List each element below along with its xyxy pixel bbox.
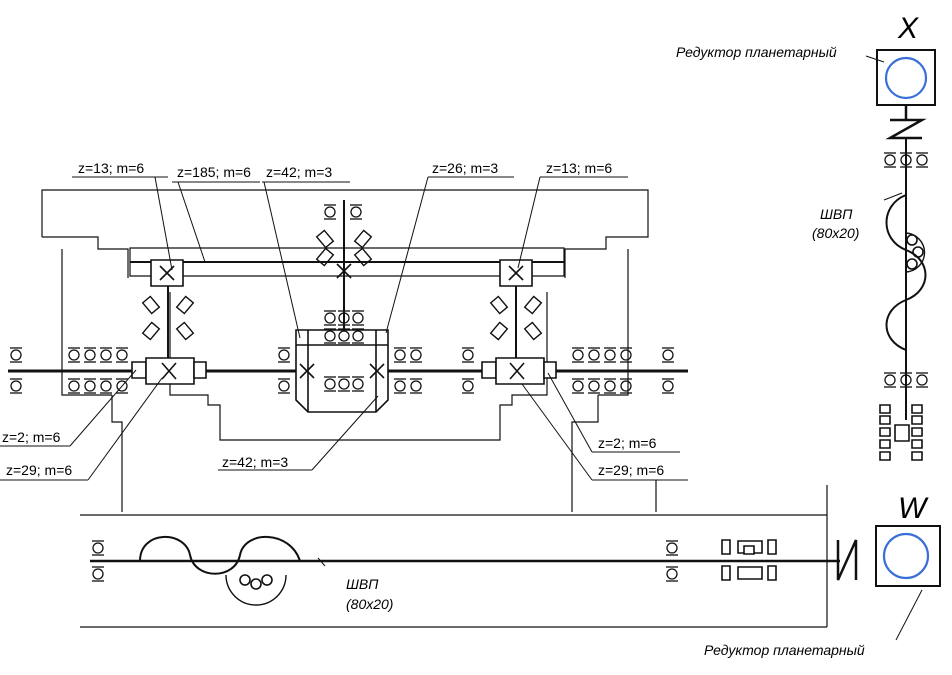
bearing-icon	[84, 379, 96, 393]
x-ballscrew-size: (80х20)	[812, 225, 860, 241]
bearing-icon	[338, 377, 350, 391]
bearing-icon	[324, 329, 336, 343]
bearing-icon	[278, 348, 290, 362]
worm-gear-right	[482, 358, 556, 384]
bearing-icon	[588, 348, 600, 362]
bearing-icon	[620, 348, 632, 362]
housing-inner-left	[62, 249, 112, 395]
bearing-icon	[462, 348, 474, 362]
gear-label-z42-top: z=42; m=3	[266, 164, 333, 180]
x-reducer-label: Редуктор планетарный	[676, 44, 837, 60]
gear-box-top-right	[500, 260, 532, 286]
bearing-icon	[116, 348, 128, 362]
bearing-icon	[662, 348, 674, 362]
leader-lines	[0, 56, 922, 640]
bearing-icon	[350, 205, 362, 219]
bearing-icon	[572, 348, 584, 362]
w-axis-drive	[90, 526, 940, 605]
bearing-icon	[278, 379, 290, 393]
bearing-icon	[10, 379, 22, 393]
w-reducer-box	[876, 526, 940, 586]
x-axis-label: X	[898, 12, 919, 45]
bearing-icon	[572, 379, 584, 393]
bearing-icon	[100, 348, 112, 362]
x-ballscrew-label: ШВП	[820, 206, 853, 222]
w-reducer-label: Редуктор планетарный	[704, 642, 865, 658]
w-ballscrew-label: ШВП	[346, 576, 379, 592]
housing-outline-top	[42, 190, 648, 278]
bearing-icon	[338, 329, 350, 343]
bearing-icon	[666, 567, 678, 581]
x-ballscrew-curve	[887, 195, 926, 350]
w-axis-label: W	[898, 492, 927, 525]
gear-label-z26: z=26; m=3	[432, 160, 499, 176]
bearing-icon	[92, 567, 104, 581]
worm-gear-left	[132, 358, 206, 384]
bearing-icon	[394, 379, 406, 393]
bearing-icon	[604, 348, 616, 362]
gear-label-left-z2: z=2; m=6	[2, 429, 61, 445]
gear-label-z42-bottom: z=42; m=3	[222, 454, 289, 470]
bearing-icon	[884, 153, 896, 167]
bearing-icon	[352, 311, 364, 325]
bearing-icon	[884, 373, 896, 387]
bearing-icon	[68, 348, 80, 362]
bearing-icon	[666, 541, 678, 555]
bevel-gear-assembly	[296, 264, 388, 412]
gear-label-top-left-z13: z=13; m=6	[78, 160, 145, 176]
bearing-icon	[10, 348, 22, 362]
bearing-icon	[410, 379, 422, 393]
bearing-icon	[410, 348, 422, 362]
bearing-icon	[604, 379, 616, 393]
bearing-icon	[916, 153, 928, 167]
bearing-icon	[916, 373, 928, 387]
gear-label-right-z29: z=29; m=6	[598, 462, 665, 478]
gear-box-top-left	[151, 260, 183, 286]
bearing-icon	[662, 379, 674, 393]
bearing-icon	[352, 377, 364, 391]
bearing-icon	[462, 379, 474, 393]
gear-label-top-right-z13: z=13; m=6	[546, 160, 613, 176]
x-axis-drive	[877, 50, 935, 460]
bearing-icon	[324, 205, 336, 219]
bearing-icon	[84, 348, 96, 362]
bearing-icon	[588, 379, 600, 393]
w-ballscrew-curve	[140, 537, 300, 574]
bearing-icon	[324, 311, 336, 325]
bearing-icon	[324, 377, 336, 391]
vertical-shaft-bearings	[143, 230, 542, 339]
bearing-icon	[620, 379, 632, 393]
bearing-icon	[338, 311, 350, 325]
w-ballscrew-size: (80х20)	[346, 596, 394, 612]
bearing-icon	[68, 379, 80, 393]
x-motor-circle	[886, 58, 926, 98]
bearing-icon	[352, 329, 364, 343]
bearing-icon	[92, 541, 104, 555]
w-motor-circle	[884, 534, 928, 578]
gear-label-right-z2: z=2; m=6	[598, 435, 657, 451]
gear-label-left-z29: z=29; m=6	[6, 462, 73, 478]
gear-label-z185: z=185; m=6	[177, 164, 251, 180]
x-coupling	[890, 120, 922, 138]
bearing-icon	[116, 379, 128, 393]
bearing-icon	[394, 348, 406, 362]
housing-inner-right	[598, 249, 628, 395]
w-coupling	[838, 540, 856, 580]
bearing-icon	[100, 379, 112, 393]
